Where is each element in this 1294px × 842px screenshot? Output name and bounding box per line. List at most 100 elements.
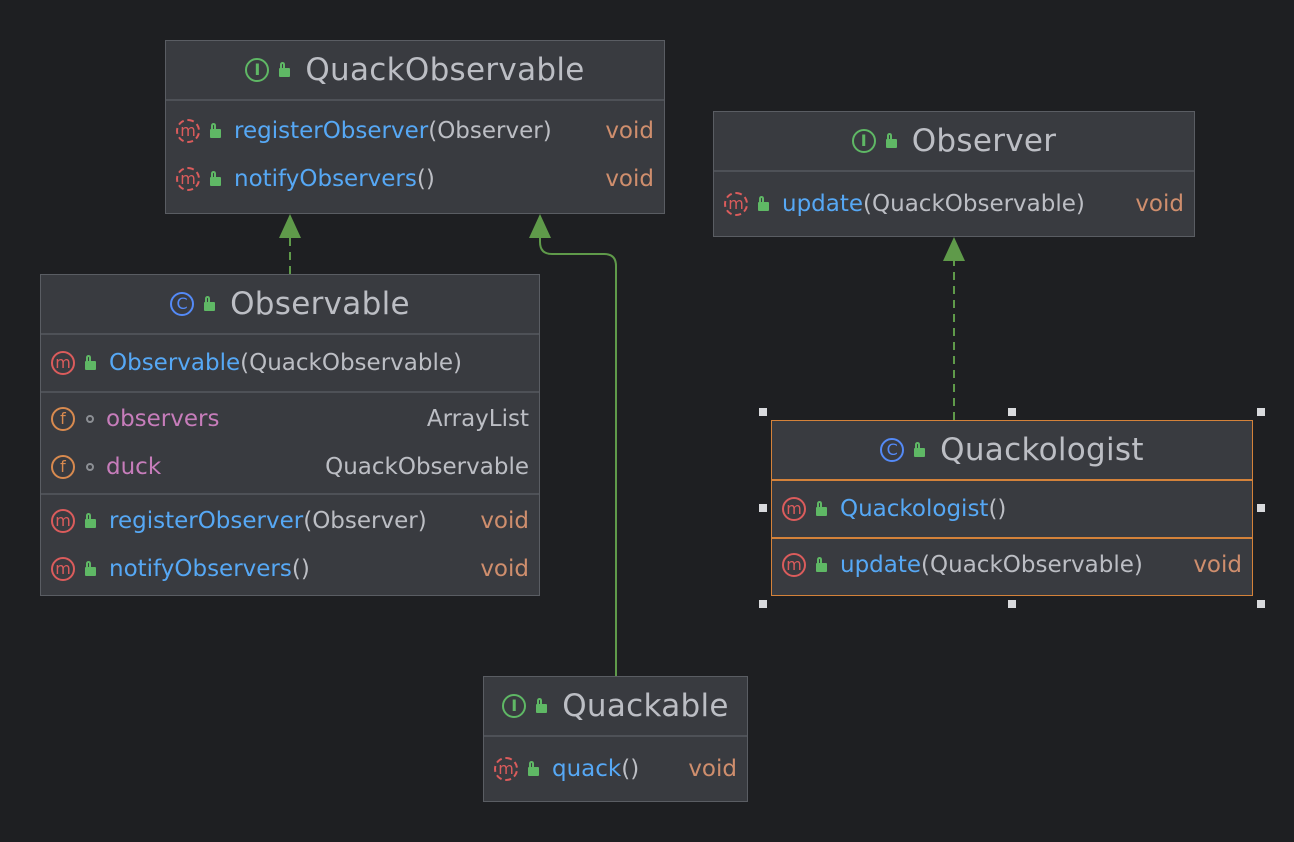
method-name: registerObserver: [109, 508, 304, 534]
package-private-icon: [86, 415, 94, 423]
method-icon: m: [51, 557, 75, 581]
constructor-section: m Observable (QuackObservable): [41, 335, 539, 393]
node-header: I Observer: [714, 112, 1194, 172]
return-type: void: [688, 756, 737, 782]
public-lock-icon: [814, 557, 828, 573]
constructor-name: Observable: [109, 350, 241, 376]
node-quackologist[interactable]: C Quackologist m Quackologist () m updat…: [771, 420, 1253, 596]
method-icon: m: [782, 497, 806, 521]
node-observer[interactable]: I Observer m update (QuackObservable) vo…: [713, 111, 1195, 237]
field-name: duck: [106, 454, 162, 480]
return-type: void: [480, 556, 529, 582]
return-type: void: [605, 166, 654, 192]
abstract-method-icon: m: [176, 167, 200, 191]
resize-handle-nw[interactable]: [759, 408, 767, 416]
constructor-row[interactable]: m Observable (QuackObservable): [41, 339, 539, 387]
public-lock-icon: [814, 501, 828, 517]
node-quackable[interactable]: I Quackable m quack () void: [483, 676, 748, 802]
arrowhead-observer: [943, 237, 965, 261]
abstract-method-icon: m: [494, 757, 518, 781]
method-name: registerObserver: [234, 118, 429, 144]
edge-quackable-extends-quackobservable[interactable]: [539, 234, 617, 676]
node-title: QuackObservable: [305, 52, 585, 88]
field-row[interactable]: f duck QuackObservable: [41, 443, 539, 491]
node-header: I Quackable: [484, 677, 747, 737]
resize-handle-e[interactable]: [1257, 504, 1265, 512]
return-type: void: [1193, 552, 1242, 578]
field-type: ArrayList: [426, 406, 529, 432]
method-row[interactable]: m update (QuackObservable) void: [714, 180, 1194, 228]
resize-handle-se[interactable]: [1257, 600, 1265, 608]
resize-handle-w[interactable]: [759, 504, 767, 512]
method-row[interactable]: m update (QuackObservable) void: [772, 541, 1252, 589]
public-lock-icon: [534, 698, 548, 714]
resize-handle-sw[interactable]: [759, 600, 767, 608]
interface-icon: I: [245, 58, 270, 82]
methods-section: m quack () void: [484, 737, 747, 793]
package-private-icon: [86, 463, 94, 471]
field-icon: f: [51, 407, 75, 431]
abstract-method-icon: m: [724, 192, 748, 216]
method-name: notifyObservers: [109, 556, 292, 582]
node-title: Quackologist: [940, 432, 1144, 468]
interface-icon: I: [502, 694, 527, 718]
method-params: (Observer): [428, 118, 552, 144]
method-params: (Observer): [303, 508, 427, 534]
constructor-row[interactable]: m Quackologist (): [772, 485, 1252, 533]
public-lock-icon: [208, 123, 222, 139]
node-header: C Quackologist: [772, 421, 1252, 481]
public-lock-icon: [526, 761, 540, 777]
methods-section: m update (QuackObservable) void: [714, 172, 1194, 228]
field-type: QuackObservable: [325, 454, 529, 480]
method-row[interactable]: m notifyObservers () void: [166, 155, 664, 203]
public-lock-icon: [83, 561, 97, 577]
abstract-method-icon: m: [176, 119, 200, 143]
arrowhead-quackobservable-left: [279, 214, 301, 238]
public-lock-icon: [202, 296, 216, 312]
field-row[interactable]: f observers ArrayList: [41, 395, 539, 443]
resize-handle-s[interactable]: [1008, 600, 1016, 608]
node-header: C Observable: [41, 275, 539, 335]
fields-section: f observers ArrayList f duck QuackObserv…: [41, 393, 539, 495]
method-name: notifyObservers: [234, 166, 417, 192]
return-type: void: [480, 508, 529, 534]
constructor-section: m Quackologist (): [772, 481, 1252, 539]
public-lock-icon: [83, 513, 97, 529]
node-title: Observer: [911, 123, 1057, 159]
method-row[interactable]: m registerObserver (Observer) void: [166, 107, 664, 155]
public-lock-icon: [83, 355, 97, 371]
method-params: (): [621, 756, 640, 782]
method-params: (QuackObservable): [921, 552, 1143, 578]
public-lock-icon: [277, 62, 291, 78]
method-params: (): [416, 166, 435, 192]
class-icon: C: [880, 438, 905, 462]
node-title: Observable: [230, 286, 410, 322]
method-params: (QuackObservable): [863, 191, 1085, 217]
node-observable[interactable]: C Observable m Observable (QuackObservab…: [40, 274, 540, 596]
interface-icon: I: [851, 129, 876, 153]
method-row[interactable]: m registerObserver (Observer) void: [41, 497, 539, 545]
node-title: Quackable: [562, 688, 729, 724]
method-name: update: [782, 191, 864, 217]
public-lock-icon: [756, 196, 770, 212]
node-quackobservable[interactable]: I QuackObservable m registerObserver (Ob…: [165, 40, 665, 214]
return-type: void: [605, 118, 654, 144]
method-icon: m: [51, 509, 75, 533]
resize-handle-ne[interactable]: [1257, 408, 1265, 416]
methods-section: m update (QuackObservable) void: [772, 539, 1252, 591]
field-icon: f: [51, 455, 75, 479]
method-row[interactable]: m notifyObservers () void: [41, 545, 539, 593]
method-name: quack: [552, 756, 622, 782]
return-type: void: [1135, 191, 1184, 217]
resize-handle-n[interactable]: [1008, 408, 1016, 416]
public-lock-icon: [912, 442, 926, 458]
constructor-params: (QuackObservable): [240, 350, 462, 376]
method-params: (): [291, 556, 310, 582]
methods-section: m registerObserver (Observer) void m not…: [41, 495, 539, 595]
constructor-params: (): [988, 496, 1007, 522]
class-icon: C: [170, 292, 195, 316]
public-lock-icon: [208, 171, 222, 187]
field-name: observers: [106, 406, 220, 432]
method-row[interactable]: m quack () void: [484, 745, 747, 793]
